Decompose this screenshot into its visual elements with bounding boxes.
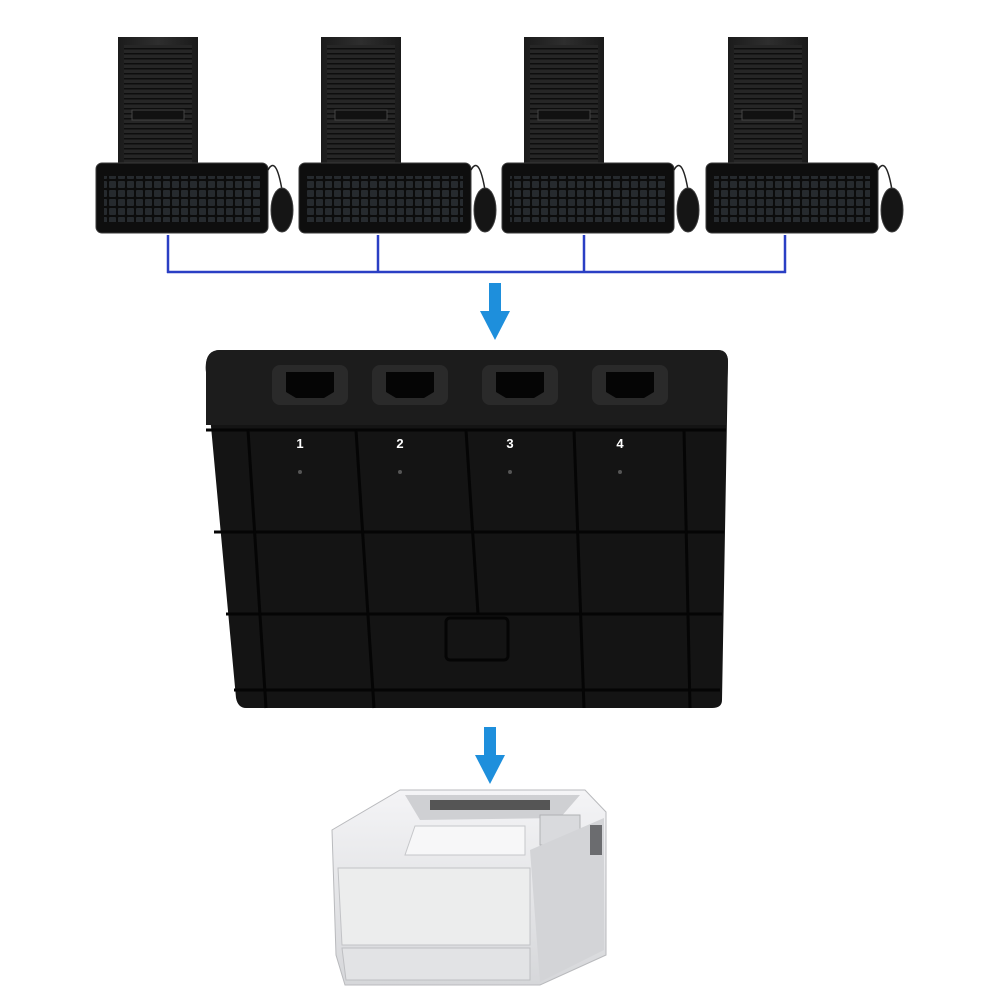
port-indicator-led (508, 470, 512, 474)
usb-port (482, 365, 558, 405)
computer-tower-icon (118, 37, 198, 167)
keyboard-icon (501, 162, 675, 234)
mouse-icon (470, 164, 497, 233)
usb-port (272, 365, 348, 405)
computer-workstation (705, 37, 904, 234)
keyboard-icon (298, 162, 472, 234)
connector-lines (166, 235, 787, 274)
port-indicator-led (398, 470, 402, 474)
computer-workstation (298, 37, 497, 234)
printer-icon (331, 789, 607, 986)
port-indicator-led (298, 470, 302, 474)
port-label: 2 (396, 436, 403, 451)
usb-port (592, 365, 668, 405)
keyboard-icon (95, 162, 269, 234)
port-label: 1 (296, 436, 303, 451)
mouse-icon (877, 164, 904, 233)
port-label: 3 (506, 436, 513, 451)
usb-switch-icon: 1 2 3 4 (205, 350, 728, 709)
mouse-icon (673, 164, 700, 233)
computer-workstation (501, 37, 700, 234)
computer-workstation (95, 37, 294, 234)
arrow-down-icon (480, 283, 510, 340)
keyboard-icon (705, 162, 879, 234)
usb-port (372, 365, 448, 405)
computer-tower-icon (524, 37, 604, 167)
computer-tower-icon (728, 37, 808, 167)
arrow-down-icon (475, 727, 505, 784)
port-indicator-led (618, 470, 622, 474)
mouse-icon (267, 164, 294, 233)
computer-tower-icon (321, 37, 401, 167)
port-label: 4 (616, 436, 624, 451)
computers-group (95, 37, 904, 234)
